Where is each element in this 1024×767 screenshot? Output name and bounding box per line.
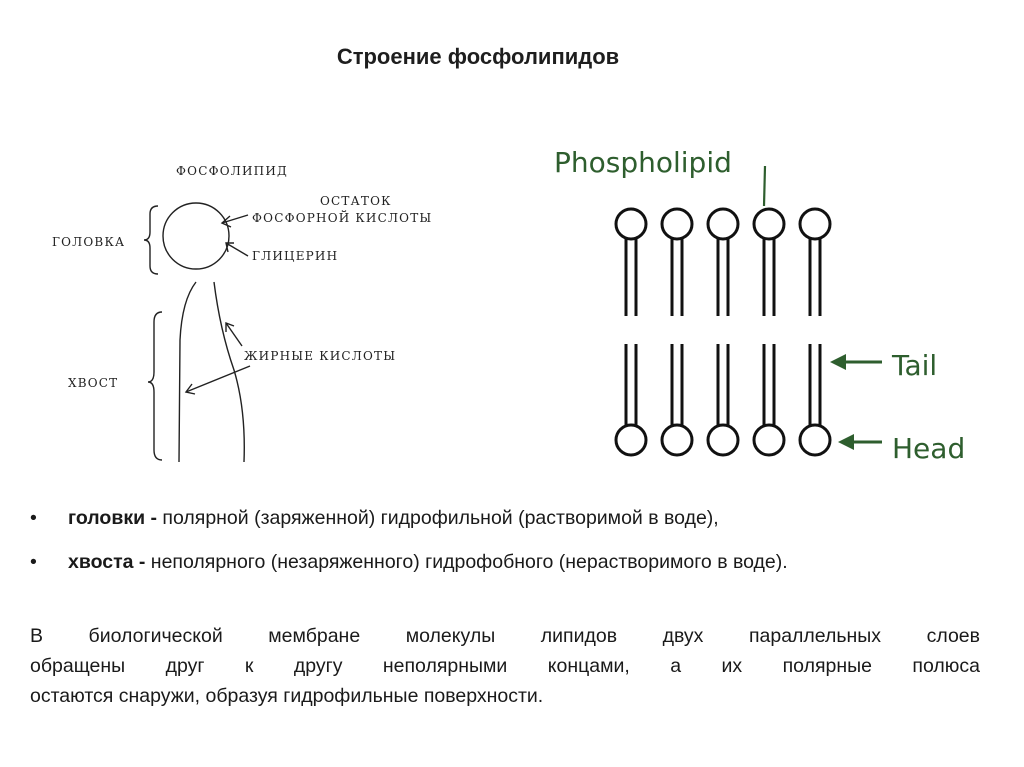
arrow-fatty-acid-lower <box>184 365 251 395</box>
arrow-head <box>838 434 882 450</box>
bullet-marker: • <box>30 551 37 573</box>
bullet-item-head: • головки - полярной (заряженной) гидрофи… <box>30 503 980 533</box>
lower-polar-head <box>752 423 786 457</box>
bullet-term: хвоста - <box>68 551 146 573</box>
upper-polar-head <box>798 207 832 241</box>
phospholipid-sketch-diagram: ФОСФОЛИПИД ОСТАТОК ФОСФОРНОЙ КИСЛОТЫ ГЛИ… <box>52 164 432 463</box>
label-tail-en: Tail <box>891 349 937 382</box>
arrow-tail <box>830 354 882 370</box>
label-fatty-acids: ЖИРНЫЕ КИСЛОТЫ <box>244 349 396 363</box>
head-circle <box>162 202 230 270</box>
slide-title: Строение фосфолипидов <box>336 44 620 69</box>
bullet-text: полярной (заряженной) гидрофильной (раст… <box>156 507 719 529</box>
bullet-term: головки - <box>68 507 157 529</box>
bullet-list: • головки - полярной (заряженной) гидрофи… <box>30 503 980 577</box>
bullet-item-tail: • хвоста - неполярного (незаряженного) ги… <box>30 547 980 577</box>
upper-polar-head <box>706 207 740 241</box>
lower-polar-head <box>660 423 694 457</box>
paragraph-line: остаются снаружи, образуя гидрофильные п… <box>30 685 544 707</box>
bilayer-diagram: Phospholipid Tail Head <box>554 146 965 465</box>
upper-polar-head <box>752 207 786 241</box>
membrane-paragraph: В биологической мембране молекулы липидо… <box>30 621 980 711</box>
label-residue-line2: ФОСФОРНОЙ КИСЛОТЫ <box>252 209 432 225</box>
head-brace <box>143 205 159 275</box>
phospholipid-pointer <box>762 165 767 207</box>
upper-polar-head <box>660 207 694 241</box>
tail-right-edge <box>213 281 245 463</box>
label-head: ГОЛОВКА <box>52 235 125 249</box>
arrow-residue <box>220 214 249 228</box>
lower-polar-head <box>614 423 648 457</box>
paragraph-line: обращены друг к другу неполярными концам… <box>30 655 980 677</box>
tail-brace <box>147 311 163 461</box>
label-glycerol: ГЛИЦЕРИН <box>252 249 338 263</box>
bullet-text: неполярного (незаряженного) гидрофобного… <box>145 551 788 573</box>
upper-polar-head <box>614 207 648 241</box>
label-phospholipid: ФОСФОЛИПИД <box>176 164 288 178</box>
arrow-glycerol <box>225 242 249 257</box>
bullet-marker: • <box>30 507 37 529</box>
label-residue-line1: ОСТАТОК <box>320 194 392 208</box>
tail-left-edge <box>178 281 197 463</box>
lower-polar-head <box>706 423 740 457</box>
label-tail: ХВОСТ <box>68 376 118 390</box>
label-head-en: Head <box>892 432 965 465</box>
label-phospholipid-en: Phospholipid <box>554 146 732 179</box>
lower-polar-head <box>798 423 832 457</box>
arrow-fatty-acid-upper <box>225 321 243 347</box>
paragraph-line: В биологической мембране молекулы липидо… <box>30 625 980 647</box>
